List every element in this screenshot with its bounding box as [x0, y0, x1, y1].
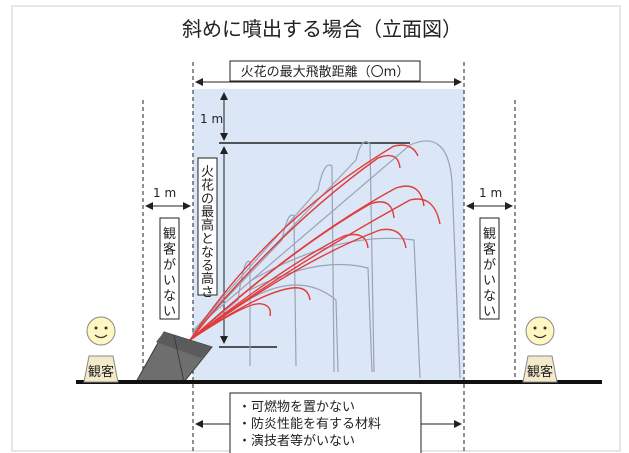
spark-line-16: [189, 228, 407, 341]
max-height-label-char: 高: [201, 218, 214, 234]
spark-line-11: [189, 201, 395, 341]
max-height-label-box: [197, 157, 218, 296]
max-distance-label: 火花の最大飛散距離（〇m）: [241, 64, 410, 80]
spark-line-13: [189, 198, 441, 341]
audience-label-left: 観客: [88, 364, 114, 380]
no-audience-box-right: [479, 217, 500, 320]
no-audience-left-char: 客: [163, 242, 176, 258]
max-height-label-char: と: [201, 232, 214, 247]
spark-line-9: [189, 154, 401, 341]
no-audience-left-char: 観: [163, 227, 176, 242]
no-audience-left-char: が: [163, 258, 176, 273]
spark-fall-line-1: [191, 214, 297, 367]
condition-item-1: ・可燃物を置かない: [238, 399, 355, 415]
audience-person-left: 観客: [83, 316, 119, 383]
no-audience-right-char: が: [483, 258, 496, 273]
safety-zone: [193, 89, 464, 382]
audience-label-right: 観客: [527, 364, 553, 380]
max-height-label-char: の: [201, 192, 214, 207]
spark-line-8: [189, 144, 419, 341]
spark-fall-line-2: [193, 164, 335, 373]
spark-trajectories: [189, 140, 461, 379]
no-audience-left-char: な: [163, 289, 176, 304]
spark-fall-line-6: [249, 263, 373, 373]
no-audience-right-char: い: [483, 274, 496, 289]
spark-fall-line-3: [195, 141, 375, 373]
right-1m-label: 1 m: [479, 186, 502, 200]
no-audience-left-char: い: [163, 305, 176, 320]
max-height-label-char: る: [201, 259, 214, 274]
spark-fall-line-4: [197, 140, 461, 379]
no-audience-left-char: い: [163, 274, 176, 289]
spark-fall-line-0: [189, 260, 251, 366]
max-height-label-char: 花: [201, 177, 214, 193]
condition-item-2: ・防炎性能を有する材料: [238, 416, 381, 432]
no-audience-right-char: 観: [483, 227, 496, 242]
max-height-label-char: さ: [201, 286, 214, 301]
audience-person-right: 観客: [522, 316, 558, 383]
diagram-title: 斜めに噴出する場合（立面図）: [182, 17, 462, 41]
height-1m-label: 1 m: [200, 112, 223, 126]
max-height-label-char: 最: [201, 205, 214, 220]
no-audience-box-left: [159, 217, 180, 320]
max-height-label-char: 火: [201, 165, 214, 180]
no-audience-right-char: な: [483, 289, 496, 304]
no-audience-right-char: 客: [483, 242, 496, 258]
max-height-label-char: 高: [201, 271, 214, 287]
max-height-label-char: な: [201, 245, 214, 260]
max-distance-label-box: [229, 60, 421, 82]
no-audience-right-char: い: [483, 305, 496, 320]
conditions-box: [229, 392, 422, 453]
condition-item-3: ・演技者等がいない: [238, 433, 355, 449]
spark-fall-line-5: [247, 284, 339, 373]
left-1m-label: 1 m: [153, 186, 176, 200]
spark-line-15: [189, 302, 272, 341]
